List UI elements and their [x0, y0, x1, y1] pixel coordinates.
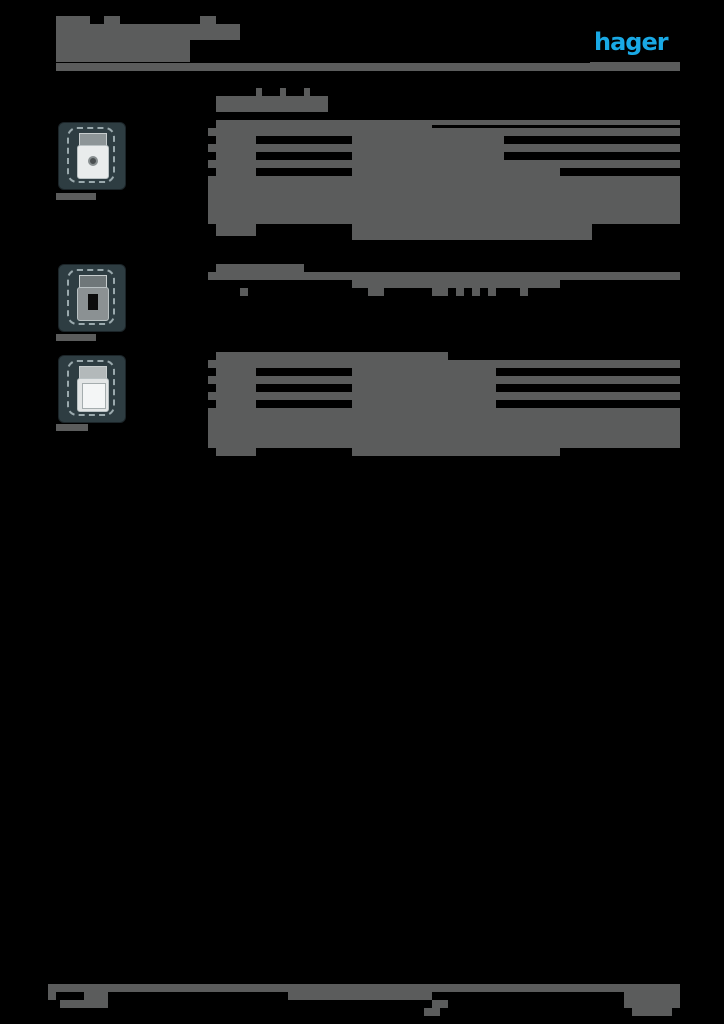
spec-value	[352, 280, 560, 288]
spec-row	[208, 160, 680, 168]
spec-value-extend	[352, 152, 472, 160]
spec-tick	[432, 288, 448, 296]
spec-block	[208, 176, 680, 224]
header-title-redacted	[90, 24, 190, 62]
coax-socket-icon	[58, 122, 126, 190]
header-rule	[56, 63, 680, 71]
spec-footer-value	[352, 448, 560, 456]
spec-block	[208, 408, 680, 448]
section-rule	[216, 120, 680, 125]
data-socket-rj45-icon	[58, 264, 126, 332]
spec-tick	[240, 288, 248, 296]
logo-underline	[590, 62, 680, 66]
section-heading-accent	[280, 88, 286, 96]
footer-left-redacted	[84, 992, 108, 1000]
footer-center-redacted	[424, 1008, 440, 1016]
spec-tick	[456, 288, 464, 296]
spec-value-extend	[352, 168, 560, 176]
spec-row	[208, 144, 680, 152]
spec-row	[208, 376, 680, 384]
spec-tick	[488, 288, 496, 296]
footer-left-redacted	[60, 1000, 108, 1008]
header-title-redacted	[190, 24, 240, 40]
footer-center-redacted	[288, 992, 432, 1000]
footer-right-redacted	[632, 1008, 672, 1016]
section-heading-accent	[304, 88, 310, 96]
spec-header-redacted	[216, 120, 432, 128]
footer-center-redacted	[432, 1000, 448, 1008]
spec-tick	[472, 288, 480, 296]
spec-header-redacted	[216, 352, 448, 360]
header-title-redacted	[104, 16, 120, 24]
spec-row	[208, 392, 680, 400]
footer-right-redacted	[624, 992, 680, 1008]
spec-header-redacted	[216, 264, 304, 272]
header-title-redacted	[56, 16, 90, 62]
product-caption-redacted	[56, 334, 96, 341]
spec-row	[208, 272, 680, 280]
brand-logo: hager	[594, 28, 669, 56]
header-title-redacted	[200, 16, 216, 24]
product-caption-redacted	[56, 424, 88, 431]
spec-tick	[520, 288, 528, 296]
blank-cover-icon	[58, 355, 126, 423]
spec-tick	[368, 288, 384, 296]
footer-rule	[48, 984, 680, 992]
section-heading-accent	[256, 88, 262, 96]
footer-left-redacted	[48, 992, 56, 1000]
section-heading-redacted	[216, 96, 328, 112]
spec-label-col	[216, 272, 256, 280]
product-caption-redacted	[56, 193, 96, 200]
spec-footer-value	[352, 224, 592, 240]
